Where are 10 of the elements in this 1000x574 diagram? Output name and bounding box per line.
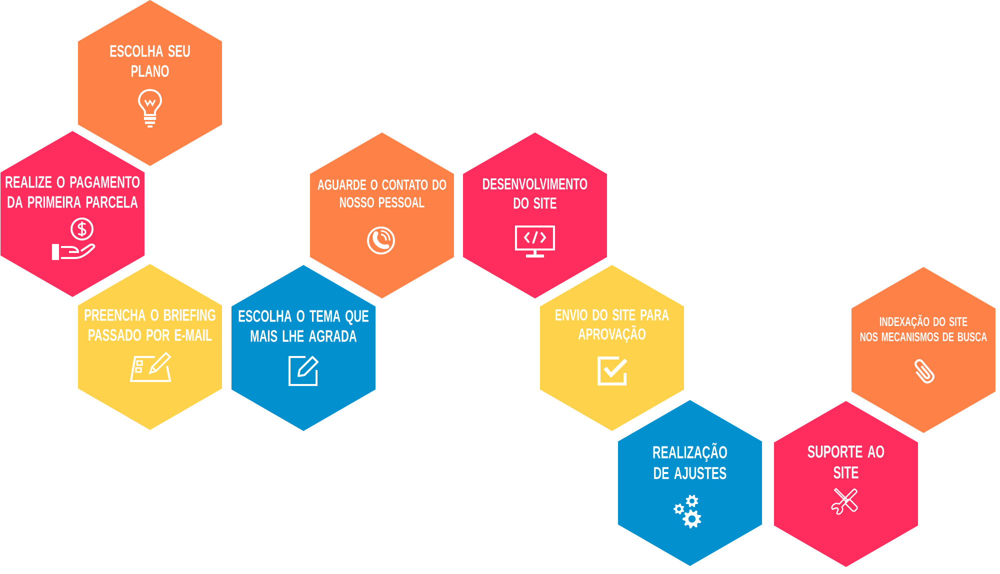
hexagon: REALIZE O PAGAMENTO DA PRIMEIRA PARCELA <box>0 131 144 297</box>
hexagon: AGUARDE O CONTATO DO NOSSO PESSOAL <box>310 132 454 298</box>
hexagon: REALIZAÇÃO DE AJUSTES <box>618 400 762 566</box>
hexagon: SUPORTE AO SITE <box>774 401 918 567</box>
hexagon: INDEXAÇÃO DO SITE NOS MECANISMOS DE BUSCA <box>852 267 996 433</box>
hexagon: ESCOLHA O TEMA QUE MAIS LHE AGRADA <box>232 265 376 431</box>
hexagon: ENVIO DO SITE PARA APROVAÇÃO <box>540 265 684 431</box>
hexagon: ESCOLHA SEU PLANO <box>78 0 222 166</box>
hexagon: DESENVOLVIMENTO DO SITE <box>463 132 607 298</box>
hexagon: PREENCHA O BRIEFING PASSADO POR E-MAIL <box>78 264 222 430</box>
